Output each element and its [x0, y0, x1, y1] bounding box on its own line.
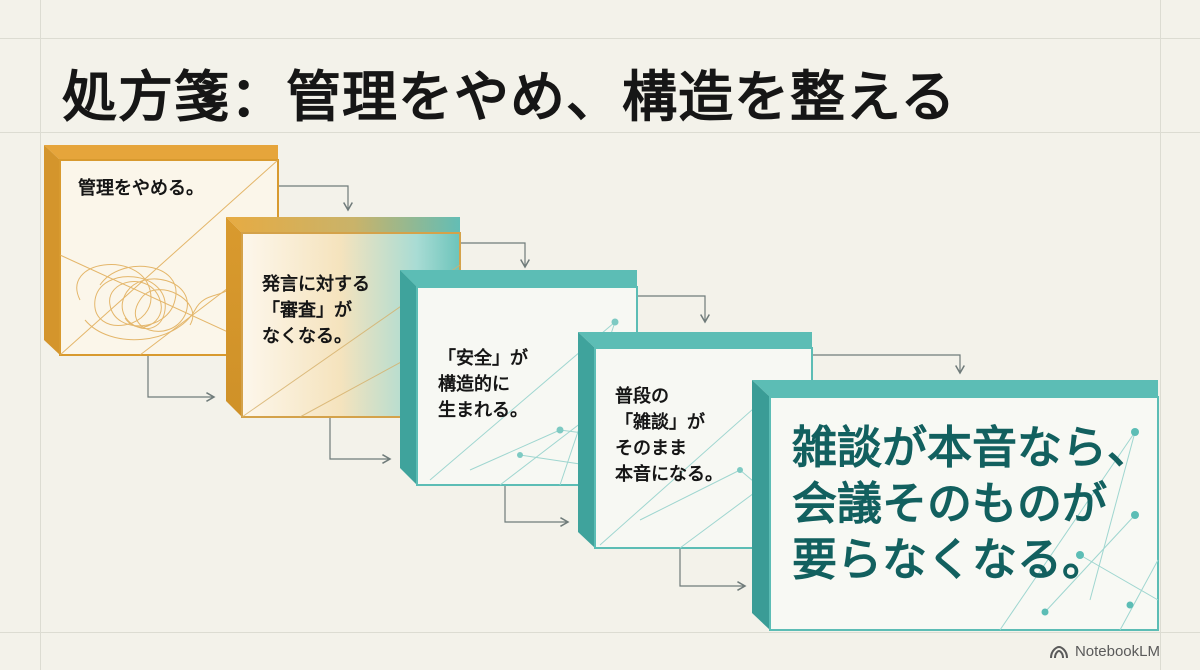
arrow-4-bottom — [679, 548, 747, 591]
grid-line-top — [0, 38, 1200, 39]
brand-logo: NotebookLM — [1049, 643, 1160, 660]
final-label: 雑談が本音なら、 会議そのものが 要らなくなる。 — [792, 421, 1153, 586]
final-box — [752, 380, 1159, 631]
page-title: 処方箋：管理をやめ、構造を整える — [62, 65, 957, 129]
step-label-1: 管理をやめる。 — [78, 178, 204, 199]
step-label-4: 普段の 「雑談」が そのまま 本音になる。 — [615, 386, 723, 485]
arrow-3-bottom — [504, 485, 570, 527]
arrow-1-bottom — [147, 355, 216, 402]
connector-arrows — [147, 185, 965, 591]
grid-line-right — [1160, 0, 1161, 670]
arrow-3-top — [637, 295, 710, 324]
step-label-2: 発言に対する 「審査」が なくなる。 — [262, 274, 370, 347]
grid-line-left — [40, 0, 41, 670]
arrow-4-top — [812, 354, 965, 375]
brand-name: NotebookLM — [1074, 643, 1160, 660]
notebooklm-logo-icon — [1049, 645, 1068, 658]
arrow-2-top — [460, 242, 530, 269]
arrow-2-bottom — [329, 417, 392, 464]
grid-line-title — [0, 132, 1200, 133]
arrow-1-top — [278, 185, 353, 212]
step-label-3: 「安全」が 構造的に 生まれる。 — [438, 348, 528, 421]
grid-line-bottom — [0, 632, 1200, 633]
